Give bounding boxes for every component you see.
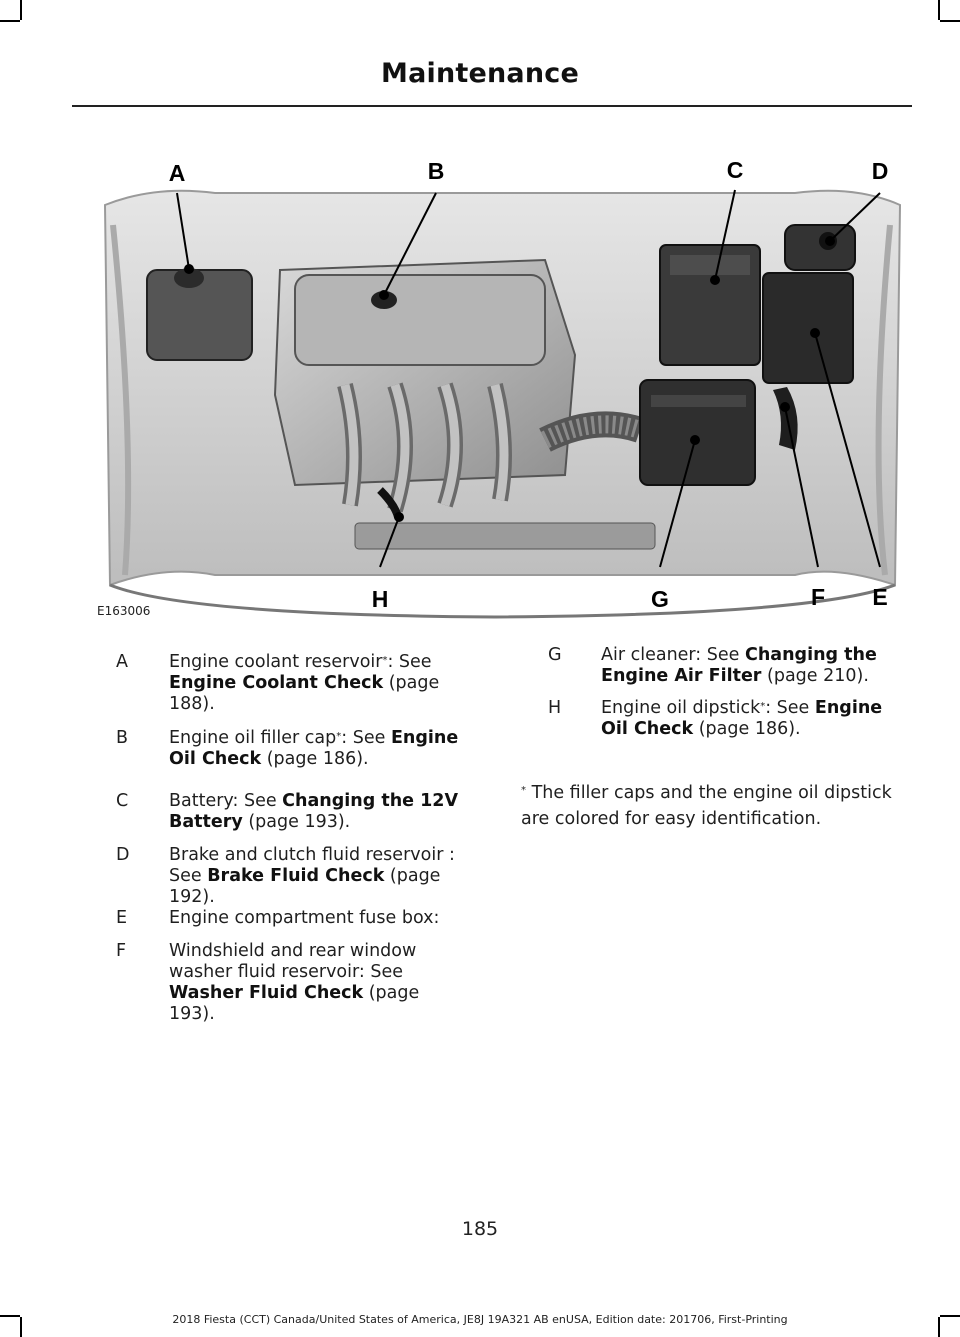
- asterisk-mark: *: [336, 731, 342, 742]
- legend-text: (page 193).: [242, 812, 351, 832]
- legend-text: Brake and clutch fluid reservoir : See: [169, 845, 455, 886]
- figure-id: E163006: [97, 604, 151, 618]
- cross-reference-link[interactable]: Changing the Engine Air Filter: [601, 645, 877, 686]
- legend-letter: E: [116, 908, 128, 928]
- crop-mark: [0, 20, 20, 22]
- legend-text: Engine coolant reservoir: [169, 652, 383, 672]
- legend-text: Windshield and rear window washer fluid …: [169, 941, 417, 982]
- legend-item-g: G Air cleaner: See Changing the Engine A…: [548, 645, 910, 689]
- crop-mark: [20, 0, 22, 20]
- legend-text: : See: [341, 728, 391, 748]
- callout-b: B: [428, 158, 445, 184]
- engine-illustration: A B C D E F G H: [103, 157, 902, 619]
- page-number: 185: [461, 1218, 499, 1240]
- legend-letter: A: [116, 652, 128, 672]
- engine-block: [273, 258, 577, 513]
- cross-reference-link[interactable]: Brake Fluid Check: [207, 866, 385, 886]
- legend-letter: B: [116, 728, 129, 748]
- cross-reference-link[interactable]: Engine Coolant Check: [169, 673, 384, 693]
- crop-mark: [938, 0, 940, 20]
- edition-info: 2018 Fiesta (CCT) Canada/United States o…: [172, 1313, 788, 1326]
- cross-reference-link[interactable]: Engine Oil Check: [169, 728, 459, 769]
- cross-reference-link[interactable]: Engine Oil Check: [601, 698, 883, 739]
- legend-item-f: F Windshield and rear window washer flui…: [116, 941, 476, 1024]
- footnote-text: The filler caps and the engine oil dipst…: [521, 783, 892, 829]
- callout-f: F: [811, 584, 825, 610]
- legend-text: (page 193).: [169, 983, 420, 1024]
- fuse-box: [762, 272, 854, 384]
- crop-mark: [940, 20, 960, 22]
- crop-mark: [20, 1317, 22, 1337]
- cross-reference-link[interactable]: Washer Fluid Check: [169, 983, 364, 1003]
- coolant-reservoir: [146, 268, 253, 361]
- crop-mark: [938, 1317, 940, 1337]
- legend-item-a: A Engine coolant reservoir*: See Engine …: [116, 652, 476, 714]
- legend-item-h: H Engine oil dipstick*: See Engine Oil C…: [548, 698, 910, 744]
- asterisk-mark: *: [521, 785, 526, 796]
- crop-mark: [940, 1315, 960, 1317]
- legend-text: Engine oil dipstick: [601, 698, 761, 718]
- legend-text: (page 192).: [169, 866, 441, 907]
- brake-fluid-reservoir: [784, 224, 856, 271]
- legend-text: : See: [387, 652, 432, 672]
- legend-letter: C: [116, 791, 129, 811]
- callout-e: E: [872, 584, 887, 610]
- legend-item-c: C Battery: See Changing the 12V Battery …: [116, 791, 476, 835]
- legend-text: (page 210).: [761, 666, 869, 686]
- legend-item-b: B Engine oil filler cap*: See Engine Oil…: [116, 728, 476, 774]
- header-rule: [72, 105, 912, 107]
- legend-letter: D: [116, 845, 130, 865]
- legend-text: (page 186).: [261, 749, 369, 769]
- legend-text: Air cleaner: See: [601, 645, 745, 665]
- callout-h: H: [372, 586, 389, 612]
- legend-item-d: D Brake and clutch fluid reservoir : See…: [116, 845, 476, 909]
- asterisk-mark: *: [382, 655, 388, 666]
- legend-letter: H: [548, 698, 562, 718]
- callout-c: C: [727, 157, 744, 183]
- footnote: * The filler caps and the engine oil dip…: [521, 780, 911, 832]
- engine-compartment-figure: A B C D E F G H: [95, 145, 910, 625]
- battery: [659, 244, 761, 366]
- callout-d: D: [872, 158, 889, 184]
- legend-text: Battery: See: [169, 791, 283, 811]
- legend-text: Engine oil filler cap: [169, 728, 337, 748]
- asterisk-mark: *: [760, 701, 766, 712]
- legend-letter: F: [116, 941, 127, 961]
- legend-letter: G: [548, 645, 562, 665]
- cross-reference-link[interactable]: Changing the 12V Battery: [169, 791, 459, 832]
- legend-text: (page 188).: [169, 673, 440, 714]
- crop-mark: [0, 1315, 20, 1317]
- air-cleaner: [639, 379, 756, 486]
- page-title: Maintenance: [381, 58, 579, 89]
- legend-item-e: E Engine compartment fuse box:: [116, 908, 476, 930]
- legend-text: : See: [765, 698, 815, 718]
- callout-g: G: [651, 586, 669, 612]
- legend-text: Engine compartment fuse box:: [169, 908, 440, 928]
- legend-text: (page 186).: [693, 719, 801, 739]
- callout-a: A: [169, 160, 186, 186]
